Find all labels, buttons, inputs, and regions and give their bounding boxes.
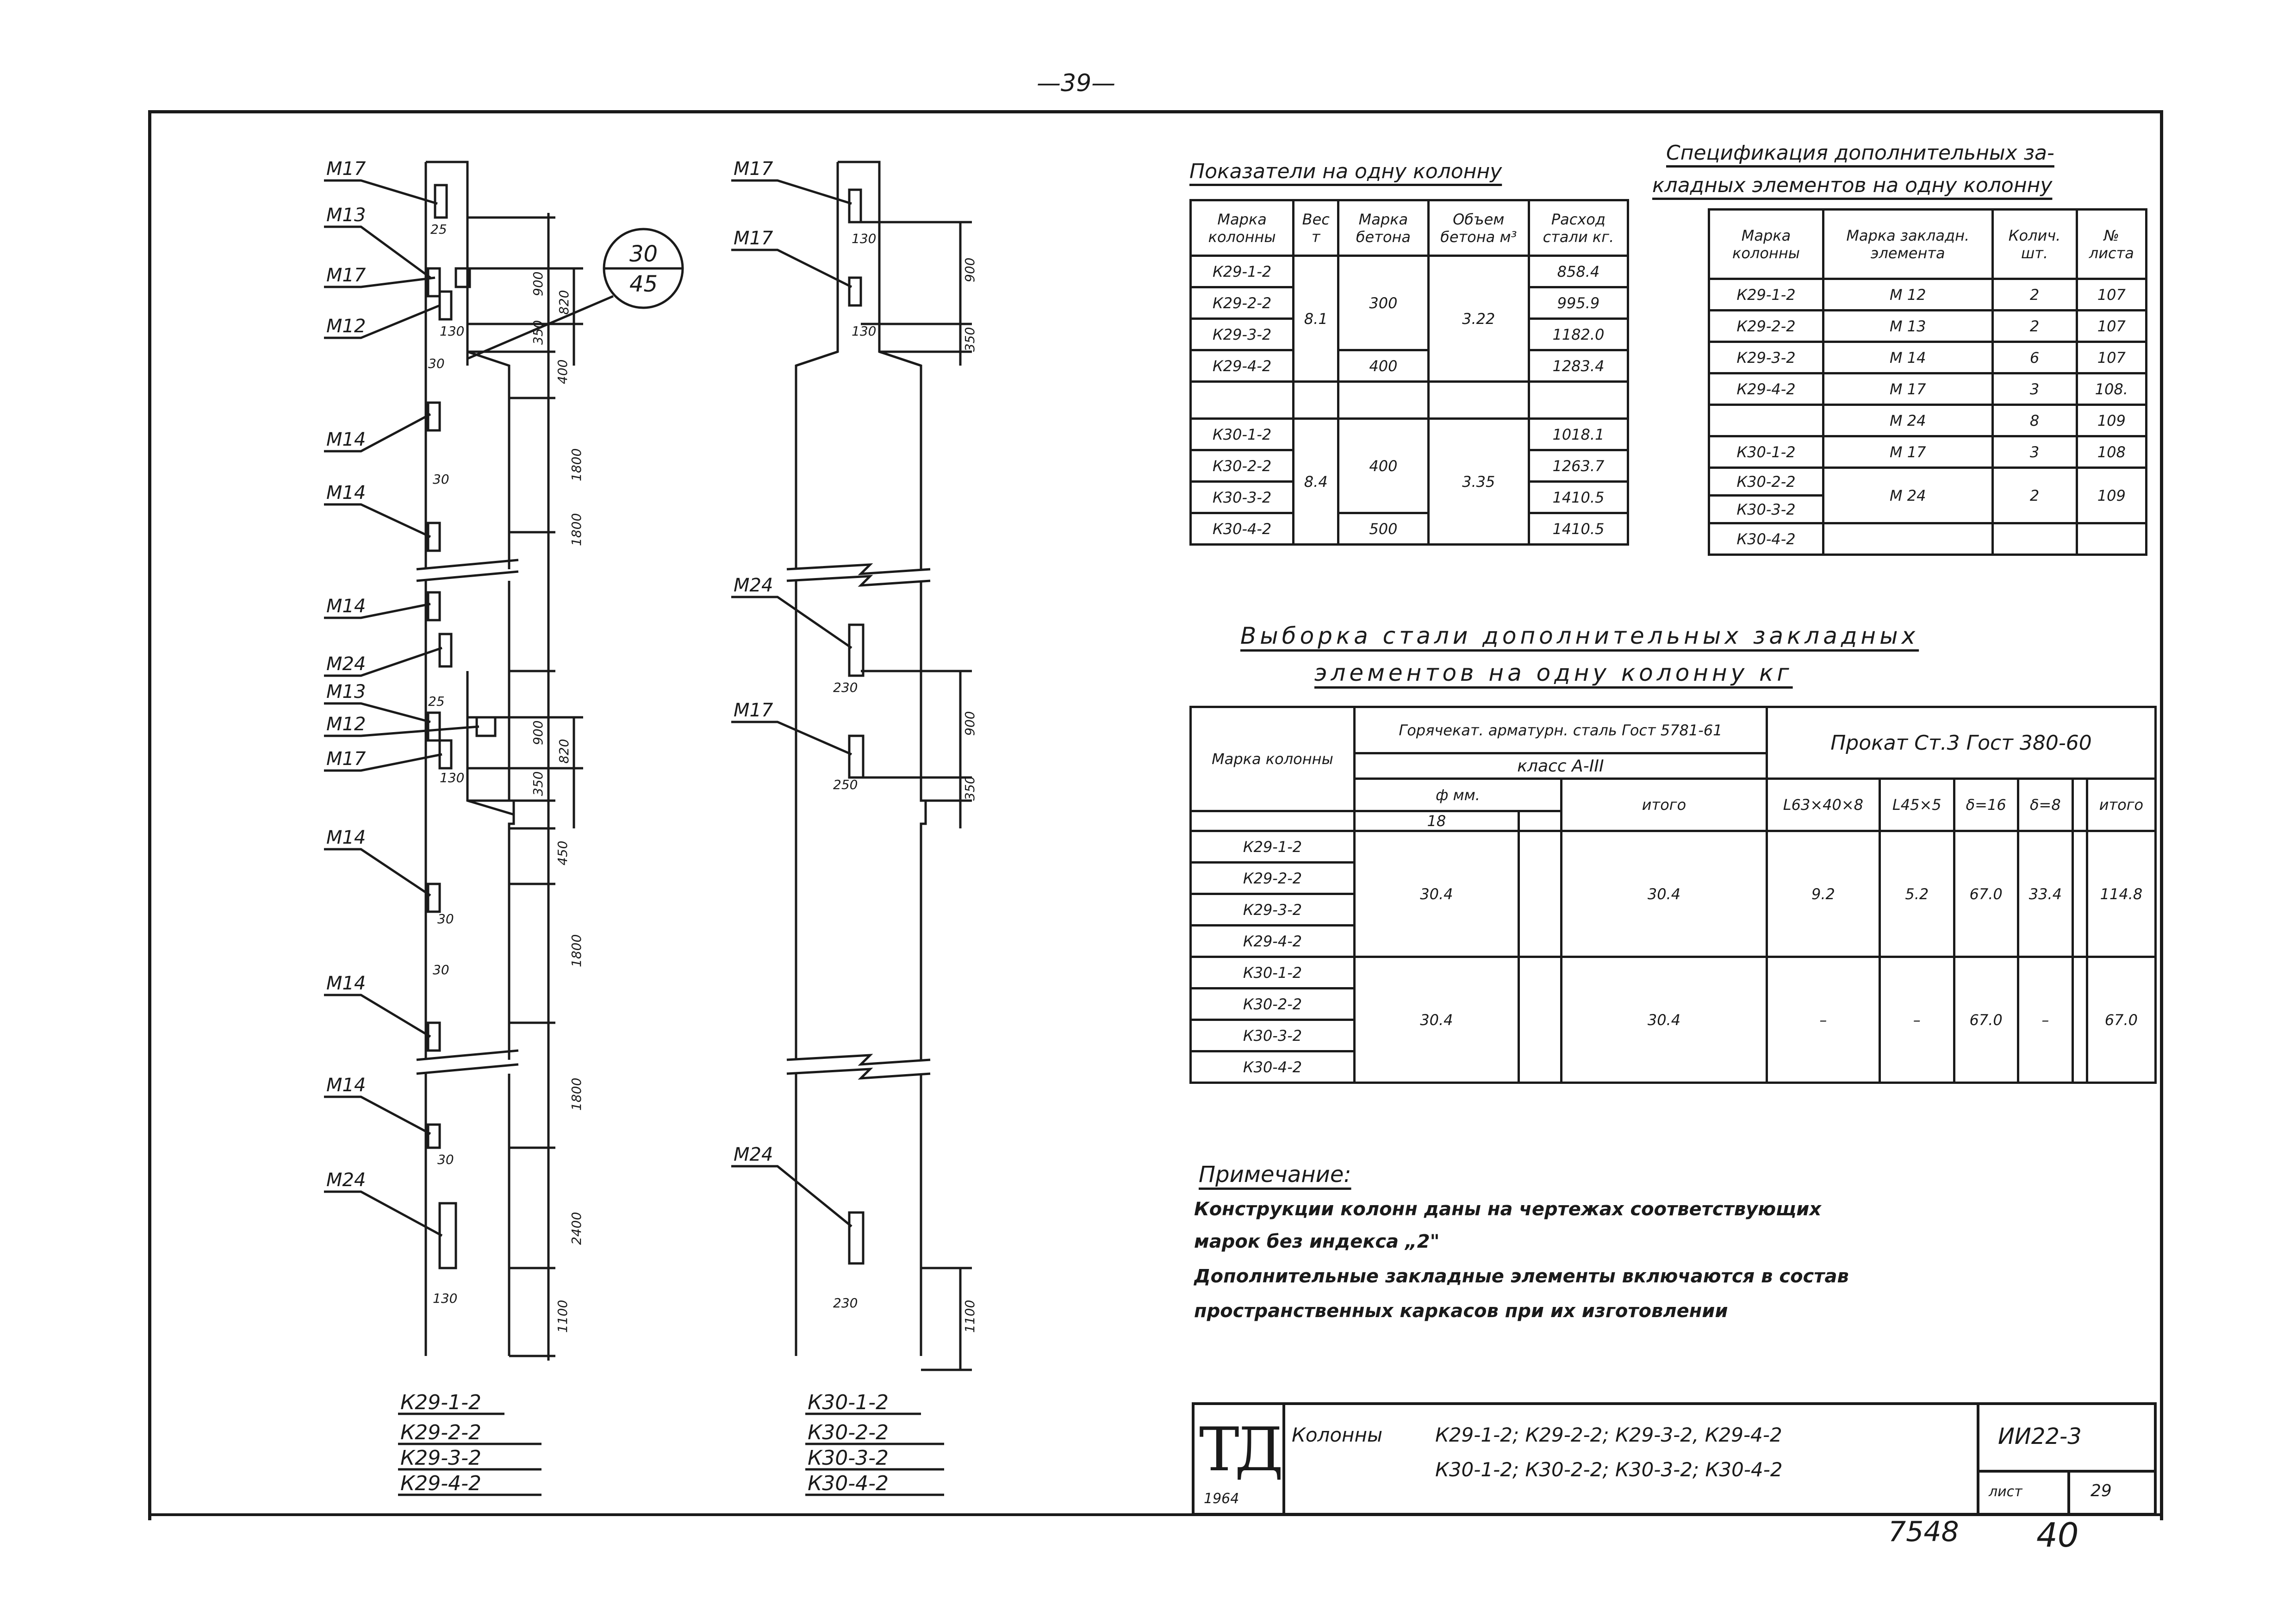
year: 1964 <box>1204 1491 1239 1507</box>
selection-title-2: элементов на одну колонну кг <box>1314 659 1793 686</box>
insert-label: М24 <box>734 1144 773 1165</box>
indicators-title: Показатели на одну колонну <box>1189 160 1502 183</box>
dimension: 25 <box>428 694 445 709</box>
insert-label: М24 <box>734 575 773 596</box>
insert-label: М14 <box>326 596 366 617</box>
dimension: 1100 <box>555 1300 570 1333</box>
column-mark: К29-4-2 <box>400 1472 481 1495</box>
dimension: 900 <box>530 272 546 296</box>
title-block: ТД 1964 Колонны К29-1-2; К29-2-2; К29-3-… <box>1192 1402 2157 1516</box>
dimension: 1800 <box>569 1078 584 1111</box>
dimension: 230 <box>833 1295 858 1311</box>
dimension: 900 <box>530 721 546 745</box>
dimension: 820 <box>556 739 572 764</box>
dimension: 130 <box>440 770 464 785</box>
dimension: 350 <box>530 320 546 345</box>
note-line: марок без индекса „2" <box>1194 1231 1440 1252</box>
insert-label: М17 <box>734 158 773 180</box>
insert-label: М12 <box>326 714 366 735</box>
callout-top: 30 <box>629 241 658 267</box>
logo-box: ТД 1964 <box>1195 1405 1285 1513</box>
dimension: 30 <box>428 356 445 371</box>
selection-title-1: Выборка стали дополнительных закладных <box>1240 622 1919 649</box>
insert-label: М14 <box>326 973 366 994</box>
sheet-border <box>148 110 2163 1520</box>
dimension: 250 <box>833 777 858 792</box>
spec-title-1: Спецификация дополнительных за- <box>1666 141 2054 165</box>
note-title: Примечание: <box>1199 1162 1351 1188</box>
title-label: Колонны <box>1292 1424 1383 1446</box>
selection-table: Марка колонны Горячекат. арматурн. сталь… <box>1189 706 2157 1084</box>
dimension: 900 <box>962 258 977 282</box>
column-mark: К30-1-2 <box>808 1391 889 1414</box>
dimension: 130 <box>852 323 876 339</box>
dimension: 25 <box>430 222 447 237</box>
dimension: 450 <box>555 841 570 865</box>
sheet-number: 29 <box>2091 1481 2112 1500</box>
dimension: 1800 <box>569 934 584 967</box>
dimension: 1100 <box>962 1300 977 1333</box>
column-mark: К29-1-2 <box>400 1391 481 1414</box>
insert-label: М13 <box>326 681 366 703</box>
insert-label: М14 <box>326 429 366 450</box>
dimension: 820 <box>556 290 572 315</box>
dimension: 30 <box>433 962 449 977</box>
dimension: 1800 <box>569 448 584 481</box>
dimension: 2400 <box>569 1212 584 1245</box>
dimension: 350 <box>962 327 977 352</box>
footer-left-number: 7548 <box>1888 1516 1959 1548</box>
sheet-label: лист <box>1989 1484 2022 1500</box>
page-number: —39— <box>1037 69 1116 97</box>
column-mark: К29-3-2 <box>400 1446 481 1470</box>
insert-label: М14 <box>326 482 366 504</box>
column-mark: К30-4-2 <box>808 1472 889 1495</box>
column-mark: К29-2-2 <box>400 1421 481 1444</box>
dimension: 230 <box>833 680 858 695</box>
insert-label: М17 <box>326 748 366 770</box>
dimension: 130 <box>440 323 464 339</box>
spec-table: Марка колонны Марка закладн. элемента Ко… <box>1707 208 2148 556</box>
right-column-outline <box>838 161 927 1356</box>
note-line: Дополнительные закладные элементы включа… <box>1194 1266 1849 1287</box>
logo: ТД <box>1199 1414 1283 1485</box>
title-line-2: К30-1-2; К30-2-2; К30-3-2; К30-4-2 <box>1435 1458 1783 1481</box>
dimension: 30 <box>437 911 454 927</box>
table-cell: К29-1-2 <box>1189 255 1295 288</box>
title-line-1: К29-1-2; К29-2-2; К29-3-2, К29-4-2 <box>1435 1424 1782 1446</box>
insert-label: М17 <box>734 700 773 721</box>
insert-label: М13 <box>326 205 366 226</box>
note-line: пространственных каркасов при их изготов… <box>1194 1300 1728 1322</box>
dimension: 130 <box>433 1291 457 1306</box>
column-mark: К30-2-2 <box>808 1421 889 1444</box>
note-line: Конструкции колонн даны на чертежах соот… <box>1194 1199 1822 1220</box>
insert-label: М17 <box>326 158 366 180</box>
dimension: 400 <box>555 360 570 384</box>
callout-bottom: 45 <box>629 271 658 297</box>
column-mark: К30-3-2 <box>808 1446 889 1470</box>
code-box: ИИ22-3 лист 29 <box>1977 1405 2157 1513</box>
sheet-bottom-line <box>148 1513 2161 1516</box>
dimension: 350 <box>530 771 546 796</box>
insert-label: М17 <box>734 228 773 249</box>
insert-label: М17 <box>326 265 366 286</box>
doc-code: ИИ22-3 <box>1998 1424 2082 1449</box>
dimension: 900 <box>962 711 977 736</box>
dimension: 30 <box>433 472 449 487</box>
spec-title-2: кладных элементов на одну колонну <box>1652 174 2053 197</box>
insert-label: М24 <box>326 653 366 675</box>
dimension: 1800 <box>569 513 584 546</box>
insert-label: М12 <box>326 316 366 337</box>
dimension: 30 <box>437 1152 454 1167</box>
insert-label: М24 <box>326 1169 366 1191</box>
dimension: 130 <box>852 231 876 246</box>
indicators-table: Марка колонны Вес т Марка бетона Объем б… <box>1189 199 1630 546</box>
insert-label: М14 <box>326 1075 366 1096</box>
footer-right-number: 40 <box>2036 1516 2079 1555</box>
column-drawings: М17 М13 М17 М12 М14 М14 М14 М24 М13 М12 … <box>324 158 977 1496</box>
insert-label: М14 <box>326 827 366 848</box>
dimension: 350 <box>962 776 977 801</box>
